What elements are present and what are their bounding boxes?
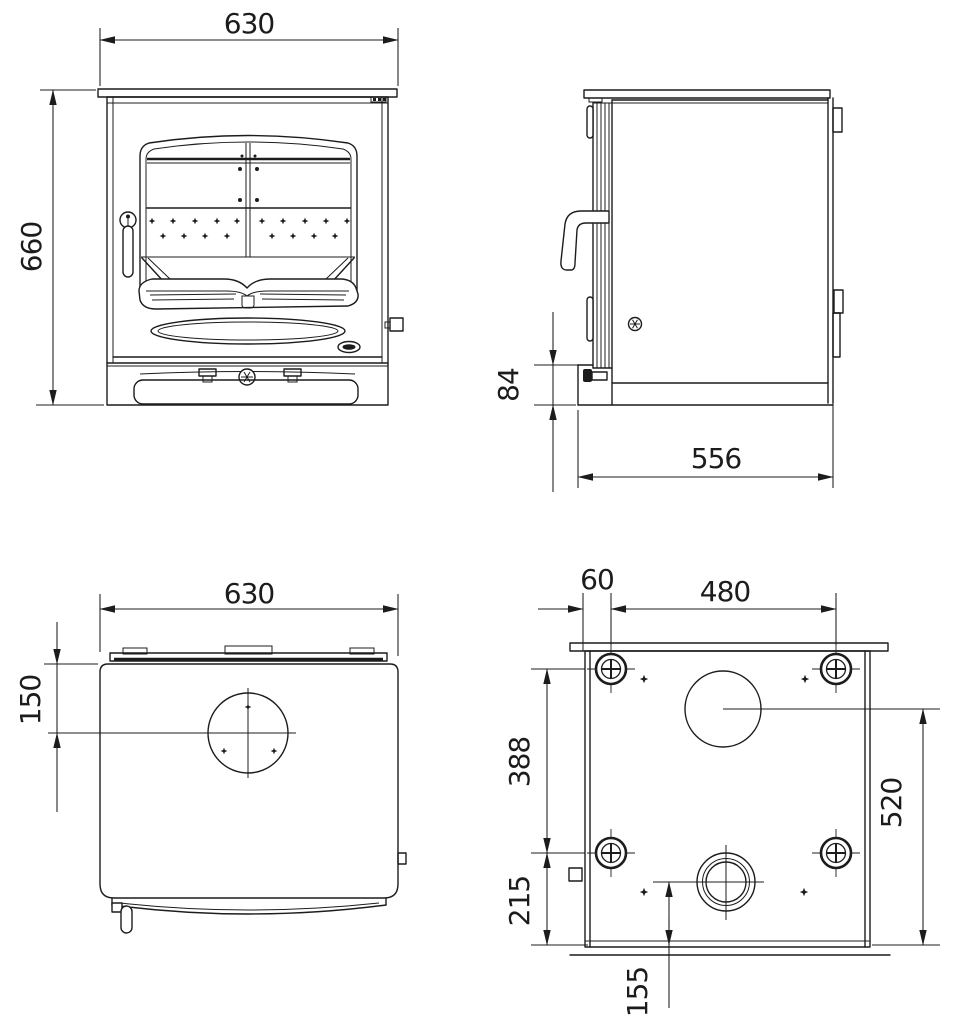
dim-side-base-label: 84 <box>492 368 525 402</box>
firebox-funnels <box>141 257 355 283</box>
foot-bolt <box>583 369 608 382</box>
front-view: 630 660 <box>15 7 404 406</box>
dim-front-width-label: 630 <box>224 7 274 40</box>
side-base-dimension: 84 <box>492 312 580 492</box>
top-rear-rail <box>109 645 388 662</box>
side-depth-dimension: 556 <box>577 390 834 488</box>
bottom-flue-hole <box>684 670 940 748</box>
door-handle-side <box>560 210 610 271</box>
top-width-dimension: 630 <box>99 577 399 656</box>
top-door-arc <box>111 897 387 915</box>
bottom-view: 60 480 <box>503 563 940 1017</box>
door-handle-front <box>119 211 137 278</box>
bottom-outlet-offset-dimension: 155 <box>621 881 673 1017</box>
ash-lip-oval <box>150 317 346 345</box>
front-body <box>106 96 389 406</box>
bottom-boss-span-dimension: 480 <box>610 575 837 645</box>
ash-pan-front <box>133 368 359 405</box>
dim-bottom-boss-inset-label: 60 <box>580 563 614 596</box>
front-width-dimension: 630 <box>99 7 399 86</box>
top-body <box>99 663 399 899</box>
dim-side-depth-label: 556 <box>691 442 742 475</box>
bottom-boss-pitch-dimension: 388 215 <box>503 668 588 946</box>
bottom-ash-outlet <box>653 845 764 920</box>
side-hinge-top <box>586 105 594 139</box>
side-body <box>577 97 834 406</box>
brand-badge <box>337 340 361 354</box>
bottom-flue-front-dimension: 520 <box>872 708 940 946</box>
dim-top-flue-offset-label: 150 <box>14 675 47 725</box>
top-view: 630 150 <box>14 577 407 934</box>
bottom-body <box>568 642 891 956</box>
dim-bottom-boss-front-label: 215 <box>503 876 536 926</box>
rear-brackets <box>832 107 844 358</box>
top-flue-offset-dimension: 150 <box>14 622 98 812</box>
dim-bottom-boss-span-label: 480 <box>700 575 750 608</box>
dim-top-width-label: 630 <box>224 577 274 610</box>
front-height-dimension: 660 <box>15 89 104 406</box>
dim-bottom-flue-front-label: 520 <box>875 778 908 828</box>
locator-marks <box>639 674 810 897</box>
bottom-latch-tab <box>568 867 583 882</box>
front-top-plate <box>97 88 398 98</box>
side-door-edge <box>586 102 613 369</box>
top-handle-pin <box>111 902 133 934</box>
dim-bottom-outlet-offset-label: 155 <box>621 967 654 1017</box>
top-flue-outlet <box>48 688 296 778</box>
side-view: 84 556 <box>492 89 844 492</box>
top-latch-tab <box>397 852 407 865</box>
grate <box>138 278 359 310</box>
door-latch <box>384 317 404 332</box>
glass-rivet-dots <box>238 154 259 202</box>
side-screw <box>627 316 643 332</box>
mounting-bosses <box>585 643 862 879</box>
side-top-plate <box>583 89 831 99</box>
dim-front-height-label: 660 <box>15 222 48 272</box>
dim-bottom-boss-pitch-label: 388 <box>503 737 536 787</box>
side-hinge-bottom <box>586 296 594 342</box>
bottom-boss-inset-dimension: 60 <box>538 563 615 643</box>
